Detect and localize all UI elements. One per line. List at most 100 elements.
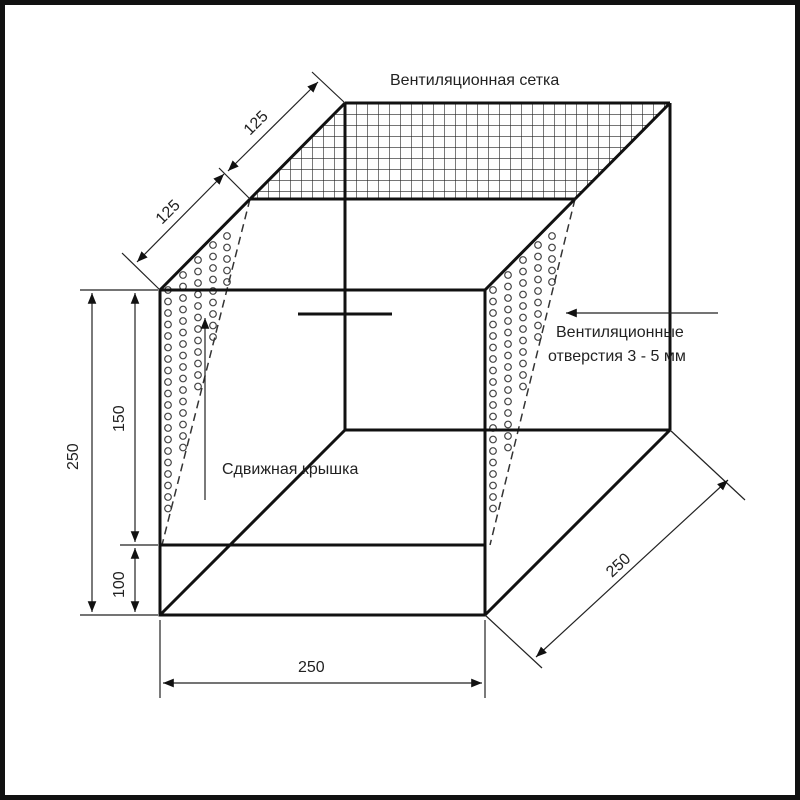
ventilation-mesh — [250, 103, 670, 199]
vent-hole — [164, 458, 172, 467]
vent-hole — [504, 282, 512, 291]
vent-hole — [194, 359, 202, 368]
vent-hole — [489, 493, 497, 501]
vent-hole — [179, 432, 187, 440]
vent-hole — [179, 374, 187, 383]
vent-hole — [504, 420, 512, 429]
vent-hole — [519, 290, 527, 299]
vent-hole — [194, 256, 202, 264]
box-edges — [158, 101, 672, 617]
vent-hole — [534, 252, 542, 261]
vent-hole — [223, 232, 231, 240]
vent-hole — [504, 363, 512, 371]
dimension-lines — [80, 71, 746, 698]
holes-label-line1: Вентиляционные — [556, 324, 684, 341]
vent-hole — [194, 336, 202, 345]
vent-hole — [194, 371, 202, 379]
vent-hole — [179, 328, 187, 337]
vent-hole — [534, 310, 542, 318]
vent-hole — [504, 328, 512, 337]
vent-hole — [223, 255, 231, 263]
vent-hole — [179, 420, 187, 429]
vent-hole — [179, 294, 187, 302]
vent-hole — [504, 409, 512, 417]
dim-height-upper: 150 — [111, 405, 128, 432]
vent-hole — [489, 332, 497, 340]
holes-label-line2: отверстия 3 - 5 мм — [548, 348, 686, 365]
vent-hole — [489, 435, 497, 444]
vent-holes-right — [489, 232, 556, 513]
vent-hole — [504, 386, 512, 394]
vent-hole — [164, 493, 172, 501]
dim-depth-half-back: 125 — [241, 108, 272, 139]
vent-hole — [534, 241, 542, 249]
vent-hole — [519, 359, 527, 368]
vent-hole — [489, 481, 497, 490]
vent-hole — [504, 294, 512, 302]
vent-hole — [179, 351, 187, 360]
vent-hole — [164, 378, 172, 386]
vent-hole — [519, 382, 527, 391]
vent-hole — [504, 397, 512, 406]
vent-hole — [194, 313, 202, 322]
vent-hole — [164, 343, 172, 352]
dim-height-total: 250 — [65, 443, 82, 470]
dim-depth-half-front: 125 — [153, 197, 184, 228]
vent-hole — [548, 243, 556, 252]
vent-hole — [519, 302, 527, 310]
vent-hole — [519, 336, 527, 345]
vent-hole — [489, 458, 497, 467]
vent-hole — [209, 264, 217, 272]
vent-hole — [179, 386, 187, 394]
vent-hole — [194, 382, 202, 391]
vent-hole — [504, 340, 512, 348]
vent-hole — [519, 256, 527, 264]
vent-hole — [164, 297, 172, 306]
vent-hole — [504, 443, 512, 452]
vent-hole — [489, 355, 497, 363]
vent-hole — [489, 320, 497, 329]
vent-hole — [534, 333, 542, 341]
vent-hole — [164, 332, 172, 340]
vent-hole — [534, 298, 542, 307]
vent-hole — [164, 447, 172, 455]
vent-hole — [489, 447, 497, 455]
vent-hole — [179, 443, 187, 452]
vent-hole — [179, 397, 187, 406]
vent-holes-left — [164, 232, 231, 513]
vent-hole — [504, 305, 512, 314]
vent-hole — [209, 252, 217, 261]
vent-hole — [548, 266, 556, 275]
dim-depth: 250 — [603, 550, 634, 581]
vent-hole — [179, 317, 187, 325]
vent-hole — [194, 348, 202, 356]
vent-hole — [194, 267, 202, 276]
vent-hole — [504, 432, 512, 440]
vent-hole — [179, 409, 187, 417]
vent-hole — [179, 363, 187, 371]
vent-hole — [519, 279, 527, 287]
vent-hole — [209, 241, 217, 249]
vent-hole — [504, 351, 512, 360]
vent-hole — [489, 309, 497, 317]
vent-hole — [179, 340, 187, 348]
vent-hole — [164, 412, 172, 421]
vent-hole — [194, 290, 202, 299]
dim-width: 250 — [298, 659, 325, 676]
vent-hole — [489, 286, 497, 294]
vent-hole — [519, 371, 527, 379]
vent-hole — [548, 232, 556, 240]
vent-hole — [164, 389, 172, 398]
vent-hole — [164, 424, 172, 432]
vent-hole — [164, 504, 172, 513]
vent-hole — [504, 271, 512, 279]
vent-hole — [489, 378, 497, 386]
vent-hole — [164, 481, 172, 490]
vent-hole — [209, 275, 217, 284]
vent-hole — [534, 321, 542, 330]
vent-hole — [489, 470, 497, 478]
vent-hole — [489, 343, 497, 352]
vent-hole — [519, 348, 527, 356]
